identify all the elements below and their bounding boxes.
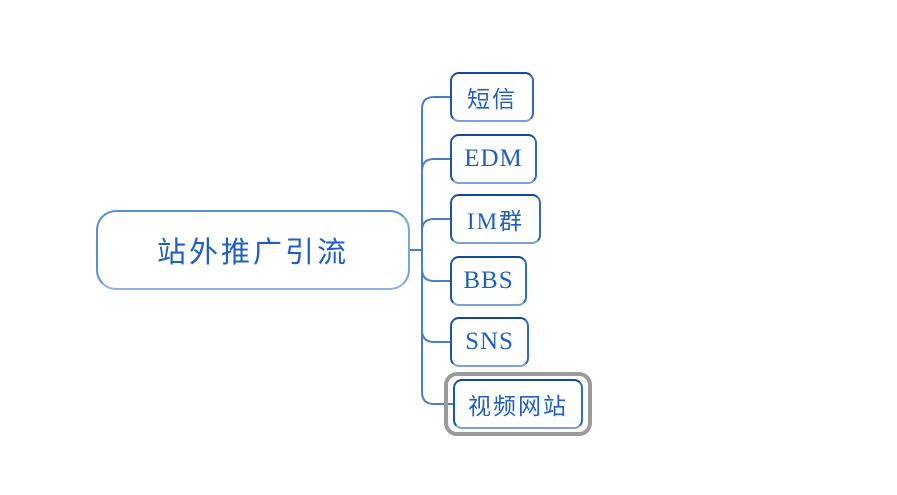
child-node-label: EDM <box>464 145 523 172</box>
connector-branch-4 <box>421 268 450 282</box>
child-node-2[interactable]: EDM <box>450 134 537 184</box>
child-node-label: 视频网站 <box>468 394 568 419</box>
child-node-label: BBS <box>463 267 514 294</box>
child-node-3[interactable]: IM群 <box>450 194 541 244</box>
child-node-label: SNS <box>465 328 514 355</box>
child-node-4[interactable]: BBS <box>450 256 527 306</box>
child-node-6[interactable]: 视频网站 <box>453 379 583 429</box>
child-node-1[interactable]: 短信 <box>450 72 534 122</box>
child-node-label: 短信 <box>467 87 517 112</box>
root-node[interactable]: 站外推广引流 <box>96 210 410 290</box>
connector-branch-6 <box>421 391 453 405</box>
connector-branch-1 <box>421 96 450 110</box>
connector-branch-5 <box>421 329 450 343</box>
root-node-label: 站外推广引流 <box>156 237 349 269</box>
child-node-5[interactable]: SNS <box>450 317 529 367</box>
connector-branch-2 <box>421 158 450 172</box>
connector-branch-3 <box>421 218 450 232</box>
child-node-label: IM群 <box>466 209 525 234</box>
